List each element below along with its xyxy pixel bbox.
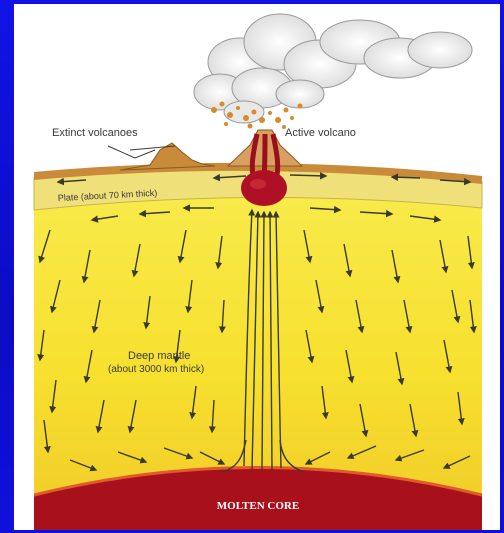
extinct-leader-line: [108, 146, 155, 158]
deep-mantle-label-line2: (about 3000 km thick): [108, 364, 204, 375]
extinct-volcanoes-label: Extinct volcanoes: [52, 127, 138, 139]
molten-core-label: MOLTEN CORE: [217, 500, 299, 512]
active-volcano-label: Active volcano: [285, 127, 356, 139]
eruption-cloud-icon: [194, 14, 472, 123]
deep-mantle-label-line1: Deep mantle: [128, 350, 190, 362]
